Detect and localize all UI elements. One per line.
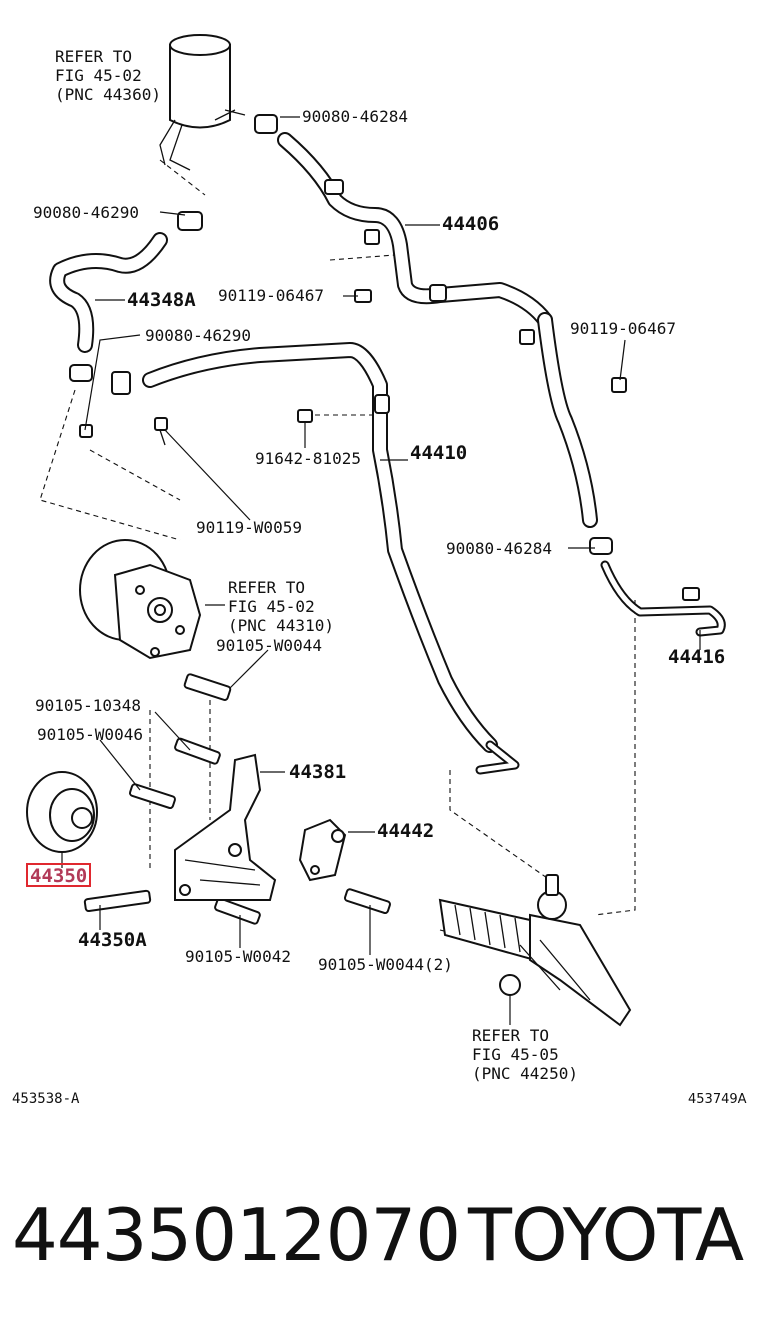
hose-44348a — [49, 211, 203, 382]
refer-rack-line-3: (PNC 44250) — [472, 1064, 578, 1083]
label-90105-10348: 90105-10348 — [35, 696, 141, 715]
refer-rack-line-1: REFER TO — [472, 1026, 549, 1045]
figure-ref-right: 453749A — [688, 1092, 747, 1107]
return-hose-44406 — [254, 114, 553, 345]
label-91642-81025: 91642-81025 — [255, 449, 361, 468]
label-44348a: 44348A — [127, 289, 196, 311]
leader-lines — [61, 116, 701, 1025]
footer: 4435012070 TOYOTA — [0, 1185, 760, 1285]
refer-line-1: REFER TO — [55, 47, 132, 66]
label-90119-06467-a: 90119-06467 — [218, 286, 324, 305]
part-number: 4435012070 — [12, 1193, 461, 1277]
label-44410: 44410 — [410, 442, 467, 464]
bracket-44442 — [298, 818, 347, 882]
steering-rack — [438, 874, 632, 1027]
bracket-44381 — [174, 753, 277, 901]
reference-note-pump: REFER TO FIG 45-02 (PNC 44310) — [228, 578, 334, 635]
label-44381: 44381 — [289, 761, 346, 783]
refer-rack-line-2: FIG 45-05 — [472, 1045, 559, 1064]
highlighted-part-44350[interactable]: 44350 — [26, 863, 91, 887]
idler-pulley-44350 — [26, 771, 98, 853]
reservoir-tank — [159, 34, 246, 171]
highlight-box — [26, 863, 91, 887]
label-44406: 44406 — [442, 213, 499, 235]
label-90080-46284-b: 90080-46284 — [446, 539, 552, 558]
label-44350a: 44350A — [78, 929, 147, 951]
label-90080-46284-top: 90080-46284 — [302, 107, 408, 126]
figure-ref-left: 453538-A — [12, 1091, 80, 1107]
refer-pump-line-2: FIG 45-02 — [228, 597, 315, 616]
label-44442: 44442 — [377, 820, 434, 842]
refer-line-2: FIG 45-02 — [55, 66, 142, 85]
refer-line-3: (PNC 44360) — [55, 85, 161, 104]
pressure-hose-44410 — [79, 342, 520, 775]
label-90105-w0044-a: 90105-W0044 — [216, 636, 322, 655]
label-90119-06467-b: 90119-06467 — [570, 319, 676, 338]
label-90119-w0059: 90119-W0059 — [196, 518, 302, 537]
label-90105-w0042: 90105-W0042 — [185, 947, 291, 966]
label-44350[interactable]: 44350 — [30, 865, 87, 887]
label-90105-w0044-2: 90105-W0044(2) — [318, 955, 453, 974]
reference-note-reservoir: REFER TO FIG 45-02 (PNC 44360) — [55, 47, 161, 104]
refer-pump-line-1: REFER TO — [228, 578, 305, 597]
brand-name: TOYOTA — [468, 1193, 744, 1277]
return-hose-lower — [537, 312, 613, 555]
parts-diagram: REFER TO FIG 45-02 (PNC 44360) 90080-462… — [12, 34, 747, 1107]
pipe-44416 — [600, 560, 726, 637]
label-90105-w0046: 90105-W0046 — [37, 725, 143, 744]
refer-pump-line-3: (PNC 44310) — [228, 616, 334, 635]
reference-note-rack: REFER TO FIG 45-05 (PNC 44250) — [472, 1026, 578, 1083]
bracket-bolts — [83, 737, 391, 925]
power-steering-pump — [79, 539, 232, 701]
label-90080-46290-b: 90080-46290 — [145, 326, 251, 345]
label-90080-46290-a: 90080-46290 — [33, 203, 139, 222]
label-44416: 44416 — [668, 646, 725, 668]
